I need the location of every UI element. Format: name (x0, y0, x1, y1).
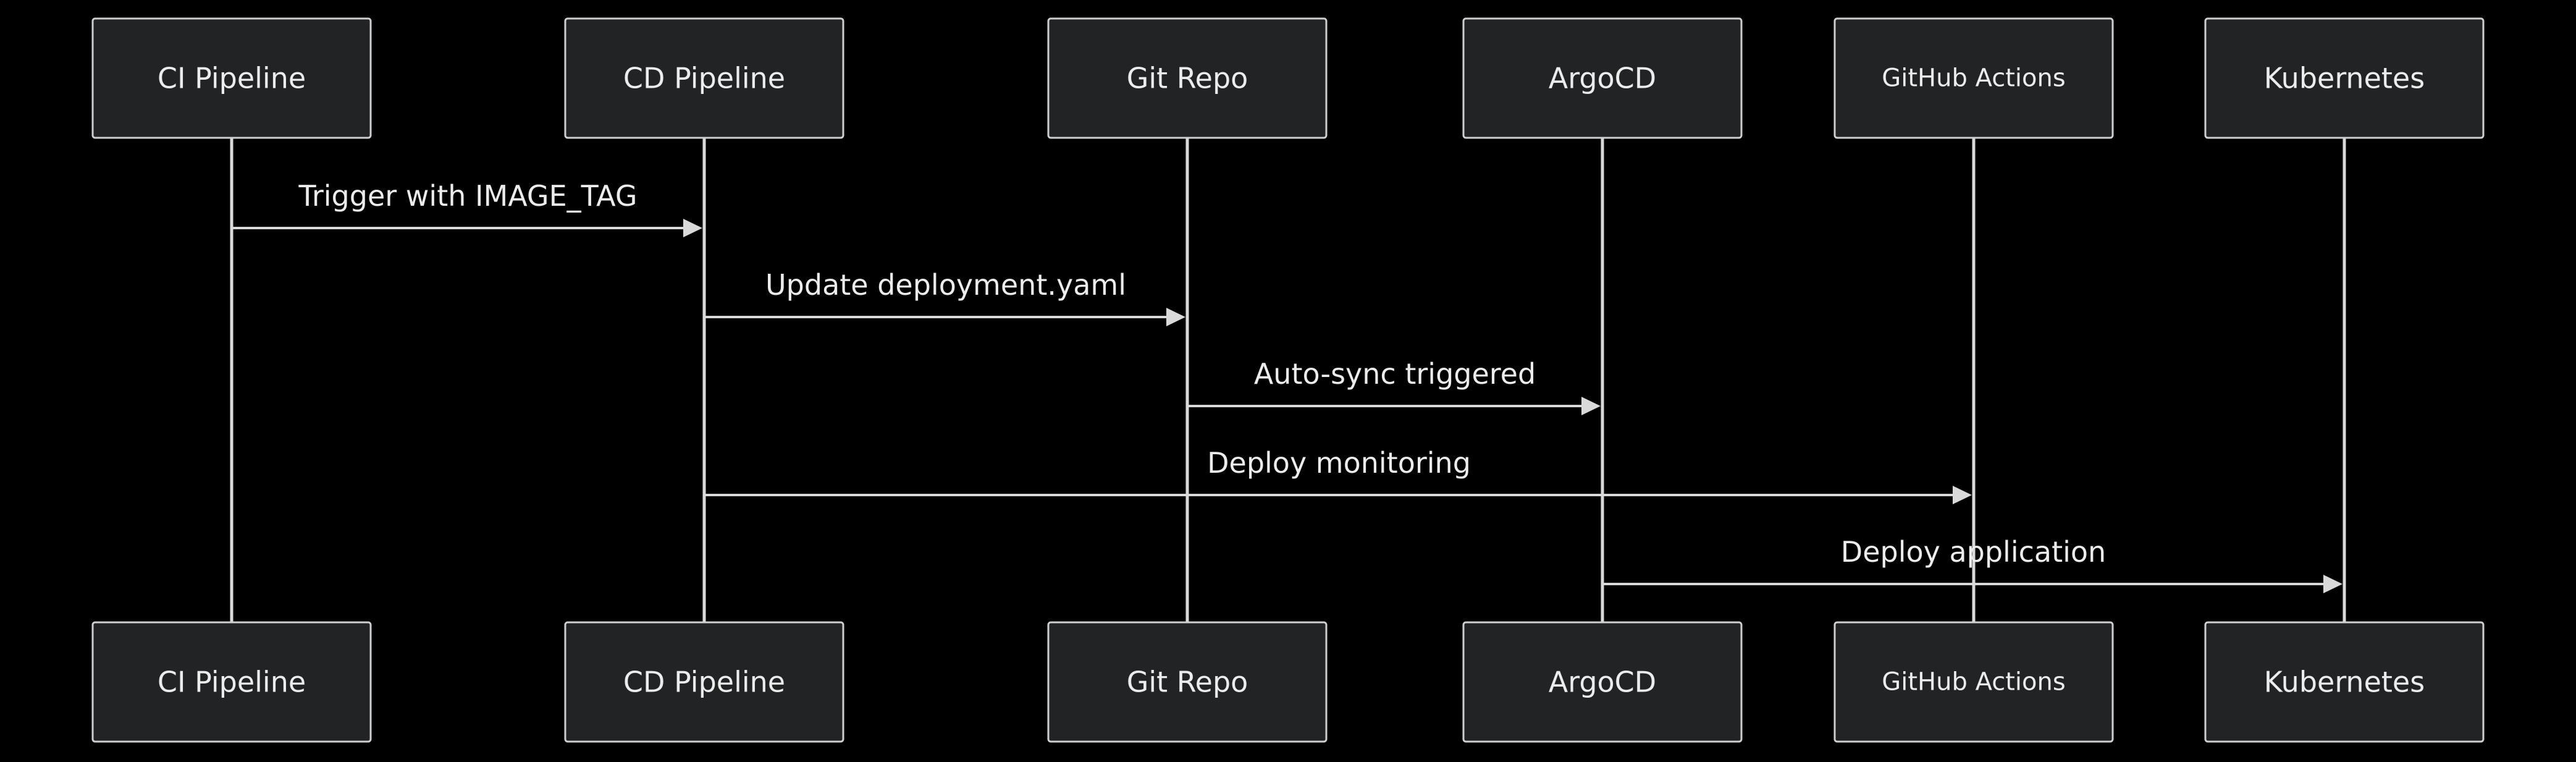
message-label: Deploy application (1841, 535, 2106, 569)
participant-box (1047, 621, 1328, 743)
message-label: Auto-sync triggered (1254, 357, 1536, 391)
message-5: Deploy application (1602, 535, 2342, 593)
participant-box (564, 621, 844, 743)
participant-box (1047, 17, 1328, 139)
participant-git-top[interactable]: Git Repo (1047, 17, 1328, 139)
participant-ci-bottom[interactable]: CI Pipeline (91, 621, 372, 743)
actors-top: CI Pipeline CD Pipeline Git Repo ArgoCD GitH… (91, 17, 2485, 139)
participant-label: CI Pipeline (158, 62, 306, 95)
participant-box (1833, 621, 2114, 743)
participant-label: GitHub Actions (1882, 64, 2065, 93)
participant-box (2204, 17, 2485, 139)
participant-label: Git Repo (1127, 666, 1248, 699)
participant-label: Kubernetes (2264, 62, 2425, 95)
arrowhead-icon (2323, 575, 2342, 593)
message-label: Deploy monitoring (1207, 446, 1471, 480)
participant-label: CI Pipeline (158, 666, 306, 699)
arrowhead-icon (683, 219, 702, 237)
participant-k8s-bottom[interactable]: Kubernetes (2204, 621, 2485, 743)
participant-label: GitHub Actions (1882, 668, 2065, 696)
participant-box (2204, 621, 2485, 743)
participant-ci-top[interactable]: CI Pipeline (91, 17, 372, 139)
actors-bottom: CI Pipeline CD Pipeline Git Repo ArgoCD GitH… (91, 621, 2485, 743)
participant-gha-bottom[interactable]: GitHub Actions (1833, 621, 2114, 743)
participant-cd-bottom[interactable]: CD Pipeline (564, 621, 844, 743)
participant-box (91, 621, 372, 743)
arrowhead-icon (1953, 486, 1972, 504)
participant-box (1462, 621, 1743, 743)
message-4: Deploy monitoring (704, 446, 1972, 504)
participant-git-bottom[interactable]: Git Repo (1047, 621, 1328, 743)
participant-box (1833, 17, 2114, 139)
lifelines (230, 138, 2346, 622)
participant-box (564, 17, 844, 139)
participant-label: Kubernetes (2264, 666, 2425, 699)
participant-label: ArgoCD (1549, 62, 1656, 95)
participant-box (91, 17, 372, 139)
message-2: Update deployment.yaml (704, 268, 1185, 326)
participant-box (1462, 17, 1743, 139)
participant-argo-bottom[interactable]: ArgoCD (1462, 621, 1743, 743)
message-1: Trigger with IMAGE_TAG (232, 179, 702, 237)
participant-cd-top[interactable]: CD Pipeline (564, 17, 844, 139)
arrowhead-icon (1581, 397, 1601, 415)
message-label: Update deployment.yaml (765, 268, 1126, 302)
arrowhead-icon (1166, 308, 1185, 326)
participant-argo-top[interactable]: ArgoCD (1462, 17, 1743, 139)
message-3: Auto-sync triggered (1187, 357, 1601, 415)
message-label: Trigger with IMAGE_TAG (298, 179, 638, 213)
participant-gha-top[interactable]: GitHub Actions (1833, 17, 2114, 139)
participant-k8s-top[interactable]: Kubernetes (2204, 17, 2485, 139)
participant-label: CD Pipeline (623, 666, 785, 699)
participant-label: Git Repo (1127, 62, 1248, 95)
participant-label: CD Pipeline (623, 62, 785, 95)
messages: Trigger with IMAGE_TAG Update deployment.… (232, 179, 2342, 593)
participant-label: ArgoCD (1549, 666, 1656, 699)
